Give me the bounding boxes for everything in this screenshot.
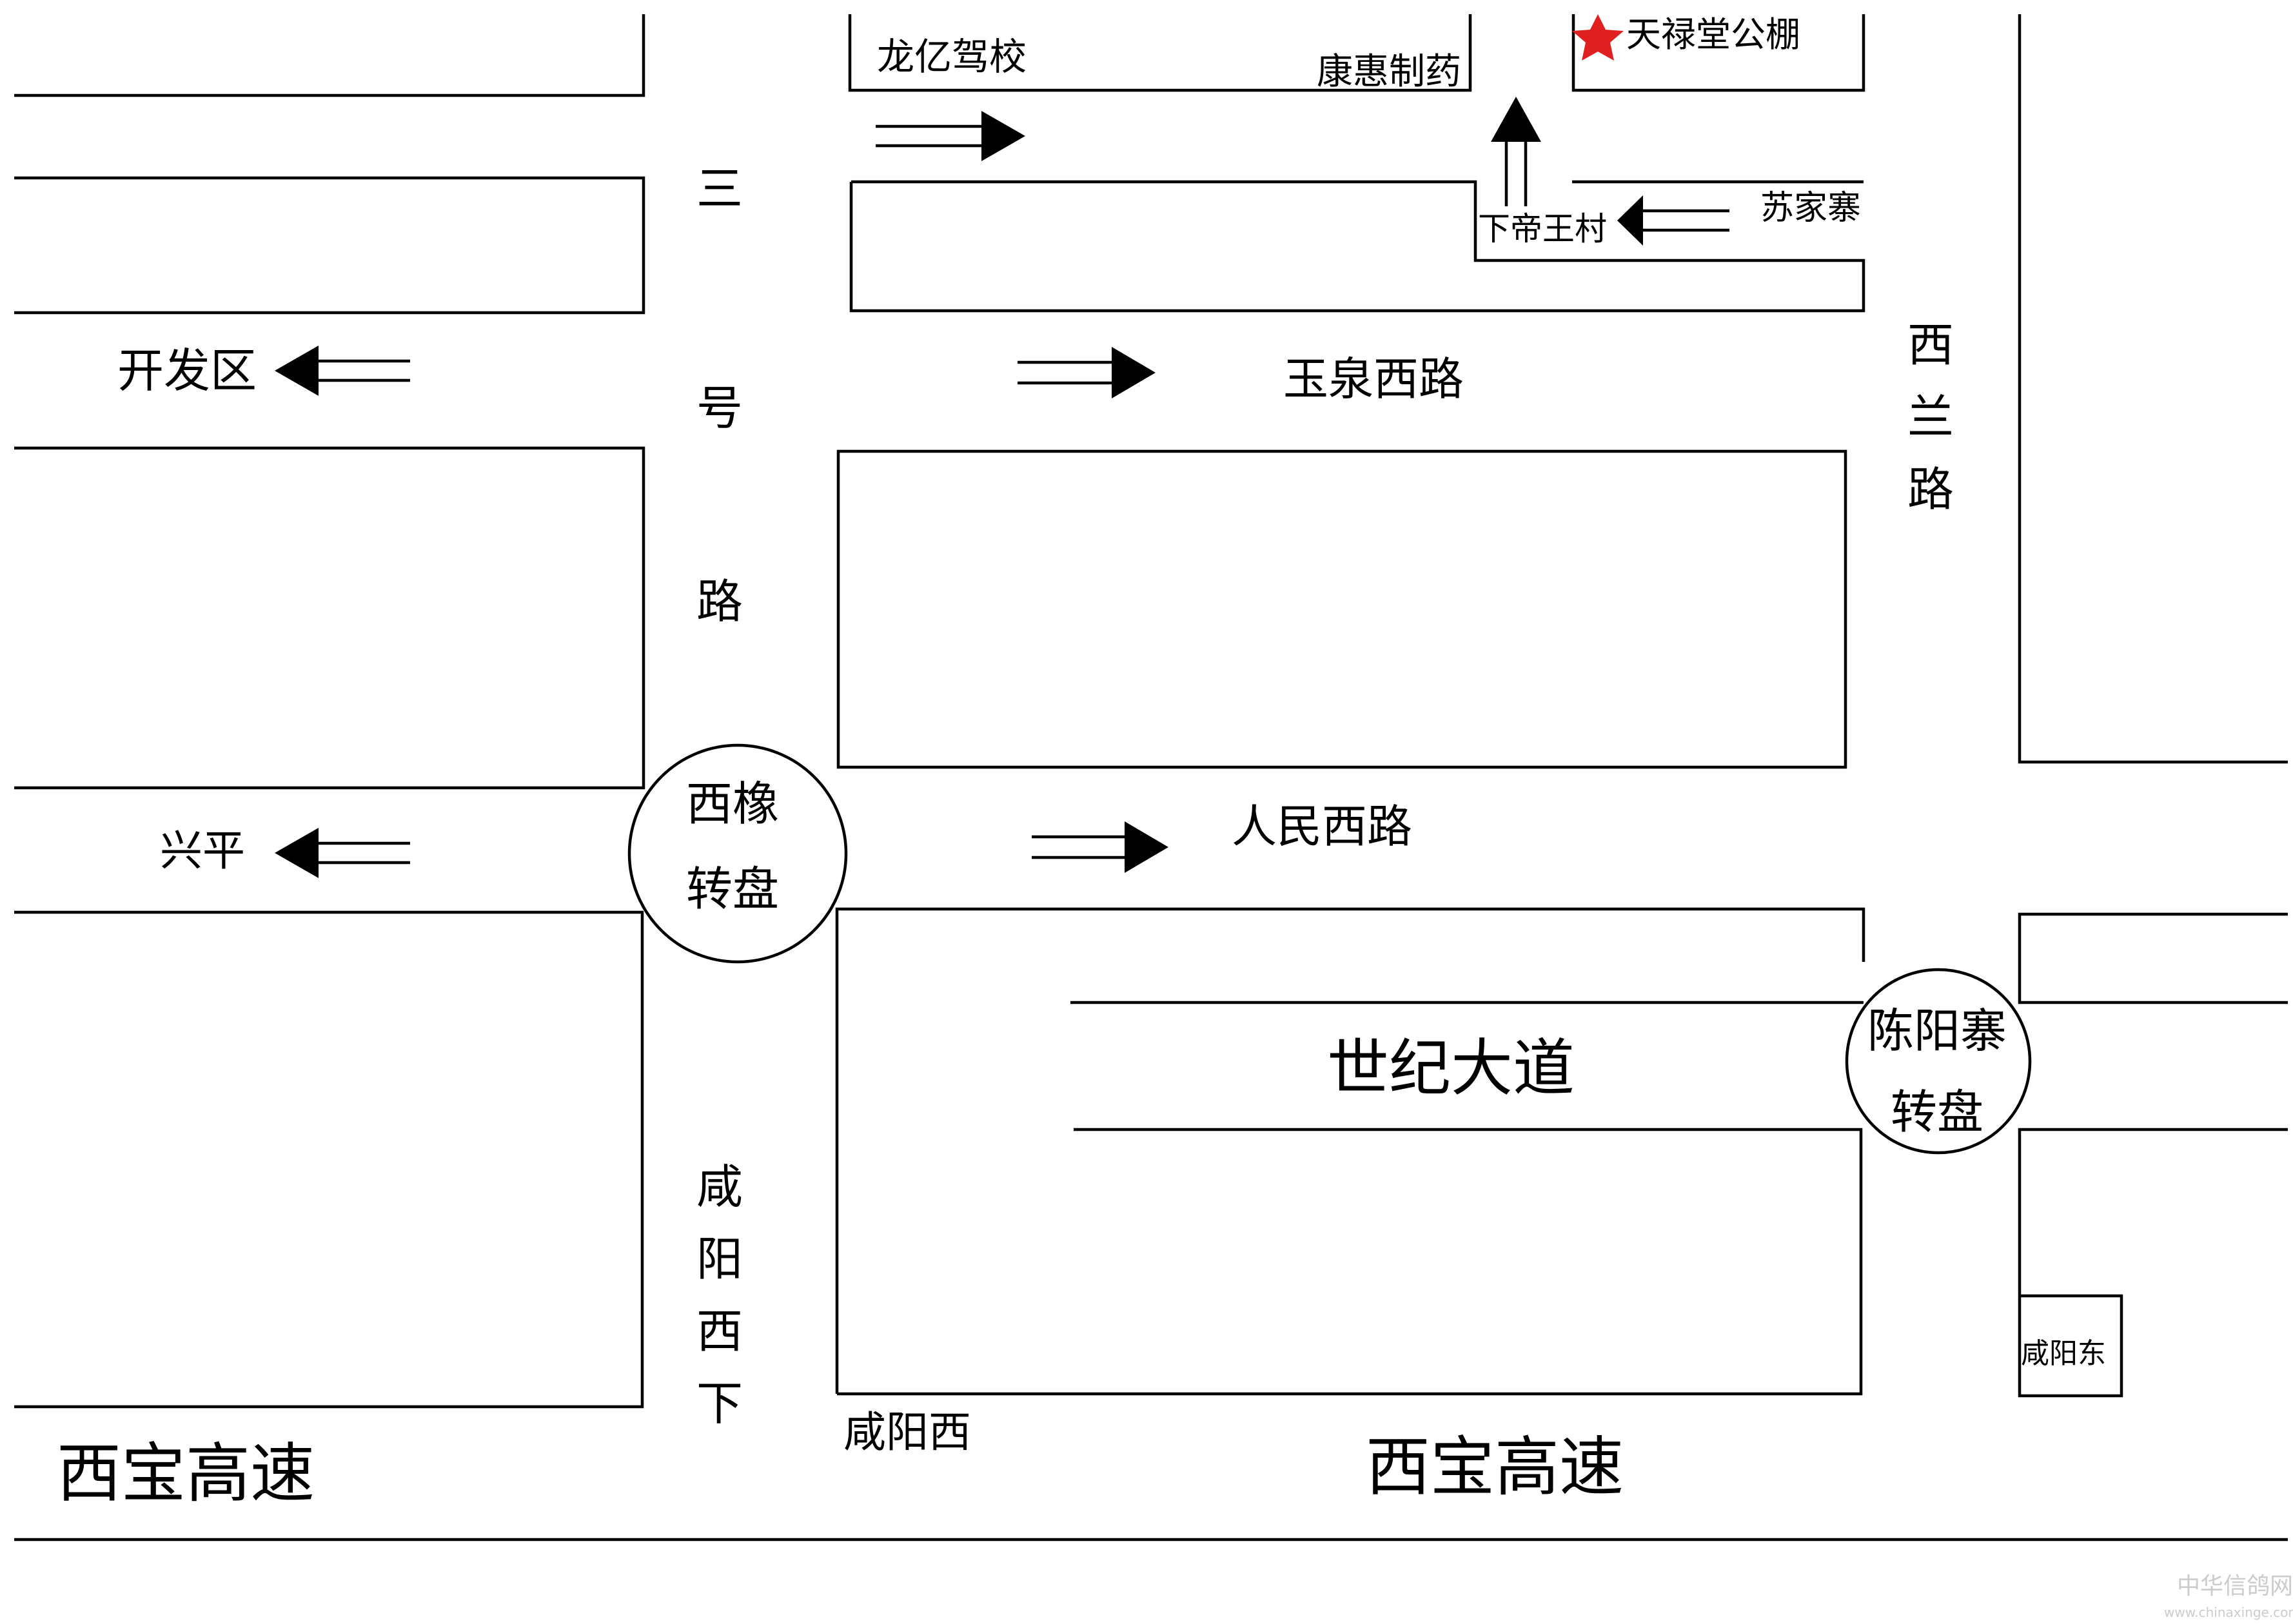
label-longyi-school: 龙亿驾校	[877, 35, 1027, 79]
double-arrow-icon	[1491, 97, 1541, 206]
label-xinping: 兴平	[160, 826, 245, 876]
block-right-1	[2018, 14, 2288, 764]
label-xianyang-xixia-char: 咸	[696, 1160, 743, 1214]
top-middle-blocks	[848, 14, 1865, 313]
double-arrow-icon	[275, 346, 410, 396]
left-blocks	[14, 14, 645, 1409]
label-chenyangzhai-roundabout-line2: 转盘	[1891, 1085, 1983, 1139]
label-renmin-road: 人民西路	[1232, 800, 1412, 853]
label-sanhao-road: 三 号 路	[696, 162, 743, 629]
double-arrow-icon	[275, 828, 410, 878]
double-arrow-icon	[1018, 347, 1156, 398]
double-arrow-icon	[876, 111, 1025, 161]
label-yuquan-road: 玉泉西路	[1283, 353, 1464, 406]
label-xibao-right: 西宝高速	[1366, 1429, 1624, 1505]
label-xianyang-xixia-char: 下	[696, 1376, 743, 1431]
block-left-3	[14, 446, 645, 790]
block-right-3	[2018, 1128, 2288, 1398]
label-xibao-left: 西宝高速	[57, 1436, 315, 1511]
double-arrow-icon	[1032, 821, 1168, 873]
label-xiadiwang: 下帝王村	[1478, 210, 1607, 248]
block-left-4	[14, 910, 644, 1409]
label-sanhao-road-char: 三	[696, 162, 743, 216]
lower-blocks	[835, 907, 1865, 1396]
label-xianyang-west: 咸阳西	[843, 1407, 971, 1457]
label-chenyangzhai-roundabout-line1: 陈阳寨	[1867, 1004, 2007, 1058]
label-sanhao-road-char: 号	[696, 381, 743, 435]
double-arrow-icon	[1617, 195, 1729, 246]
block-left-2	[14, 176, 645, 315]
chenyangzhai-roundabout	[1845, 968, 2032, 1155]
label-xilan-road-char: 路	[1907, 462, 1954, 516]
label-xixiang-roundabout-line2: 转盘	[686, 862, 779, 916]
label-xixiang-roundabout-line1: 西橡	[686, 777, 779, 831]
block-central	[836, 449, 1847, 769]
star-icon	[1572, 14, 1624, 61]
label-xilan-road: 西 兰 路	[1907, 318, 1954, 516]
right-blocks	[2018, 14, 2288, 1398]
label-xianyang-east: 咸阳东	[2021, 1337, 2106, 1370]
label-tianlutang: 天禄堂公棚	[1626, 14, 1800, 55]
block-longyi	[848, 14, 1472, 92]
block-right-2	[2018, 912, 2288, 1004]
block-renmin-south	[835, 907, 1865, 1394]
block-tianlutang	[1571, 14, 1865, 92]
block-xiadiwang	[849, 180, 1865, 313]
block-century-south	[837, 1128, 1863, 1396]
label-xianyang-xixia: 咸 阳 西 下	[696, 1160, 743, 1431]
label-sanhao-road-char: 路	[696, 574, 743, 629]
xixiang-roundabout	[627, 743, 848, 964]
label-xianyang-xixia-char: 西	[696, 1304, 743, 1358]
label-kaifaqu: 开发区	[117, 344, 257, 398]
label-century-ave: 世纪大道	[1327, 1032, 1575, 1104]
watermark-url: www.chinaxinge.com	[2164, 1605, 2293, 1620]
label-xianyang-xixia-char: 阳	[696, 1232, 743, 1286]
watermark-text: 中华信鸽网	[2177, 1573, 2293, 1600]
label-kanghui-pharma: 康惠制药	[1317, 51, 1461, 93]
label-xilan-road-char: 西	[1907, 318, 1954, 372]
block-left-1	[14, 14, 645, 97]
label-xilan-road-char: 兰	[1907, 390, 1954, 444]
label-sujiazhai: 苏家寨	[1760, 189, 1861, 228]
